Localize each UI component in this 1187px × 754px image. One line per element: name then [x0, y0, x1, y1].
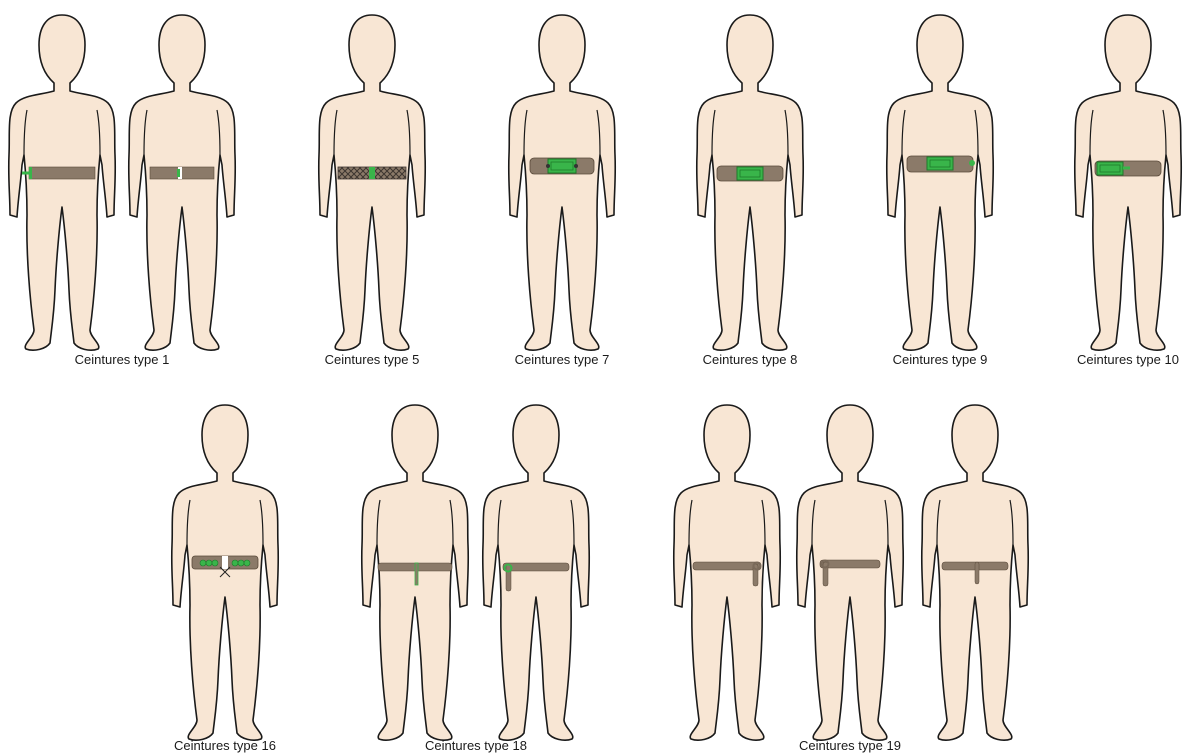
- belt-rivet-left: [546, 164, 550, 168]
- figure-t10: [1075, 15, 1182, 350]
- figure-t19c: [922, 405, 1029, 740]
- belt-tip: [969, 160, 975, 166]
- belt-stud-left-2: [212, 560, 218, 566]
- caption-type-16: Ceintures type 16: [174, 738, 276, 753]
- figure-t16: [172, 405, 279, 740]
- caption-type-8: Ceintures type 8: [703, 352, 798, 367]
- body-silhouette: [509, 15, 616, 350]
- belt-buckle: [1097, 162, 1123, 175]
- belt-strap: [503, 563, 569, 571]
- body-silhouette: [674, 405, 781, 740]
- figures-layer: [9, 15, 1182, 740]
- figure-t5: [319, 15, 426, 350]
- figure-t19a: [674, 405, 781, 740]
- caption-type-19: Ceintures type 19: [799, 738, 901, 753]
- belt-strap: [693, 562, 761, 570]
- body-silhouette: [319, 15, 426, 350]
- belt-stud-right-1: [238, 560, 244, 566]
- body-silhouette: [797, 405, 904, 740]
- body-silhouette: [1075, 15, 1182, 350]
- figure-t9: [887, 15, 994, 350]
- belt-buckle: [177, 169, 180, 177]
- body-silhouette: [697, 15, 804, 350]
- figure-t1a: [9, 15, 116, 350]
- belt-buckle: [369, 167, 375, 179]
- caption-type-9: Ceintures type 9: [893, 352, 988, 367]
- body-silhouette: [9, 15, 116, 350]
- belt-stud-left-1: [206, 560, 212, 566]
- figure-t8: [697, 15, 804, 350]
- belt-gap: [222, 556, 228, 569]
- figure-t18b: [483, 405, 590, 740]
- belt-buckle: [29, 167, 32, 179]
- belt-stud-right-0: [232, 560, 238, 566]
- belt-buckle: [548, 159, 576, 173]
- belt-strap: [29, 167, 95, 179]
- caption-type-18: Ceintures type 18: [425, 738, 527, 753]
- belt-hanging-end: [415, 563, 418, 585]
- caption-type-1: Ceintures type 1: [75, 352, 170, 367]
- belt-rivet-right: [574, 164, 578, 168]
- caption-type-10: Ceintures type 10: [1077, 352, 1179, 367]
- belt-hanging-end: [975, 562, 979, 584]
- caption-type-5: Ceintures type 5: [325, 352, 420, 367]
- belt-buckle: [737, 167, 763, 180]
- belt-hanging-end: [506, 565, 511, 591]
- figure-t18a: [362, 405, 469, 740]
- belt-stud-right-2: [244, 560, 250, 566]
- belt-stud-left-0: [200, 560, 206, 566]
- caption-type-7: Ceintures type 7: [515, 352, 610, 367]
- body-silhouette: [887, 15, 994, 350]
- body-silhouette: [129, 15, 236, 350]
- figure-t7: [509, 15, 616, 350]
- belt-buckle: [927, 157, 953, 170]
- figure-t19b: [797, 405, 904, 740]
- body-silhouette: [483, 405, 590, 740]
- figure-t1b: [129, 15, 236, 350]
